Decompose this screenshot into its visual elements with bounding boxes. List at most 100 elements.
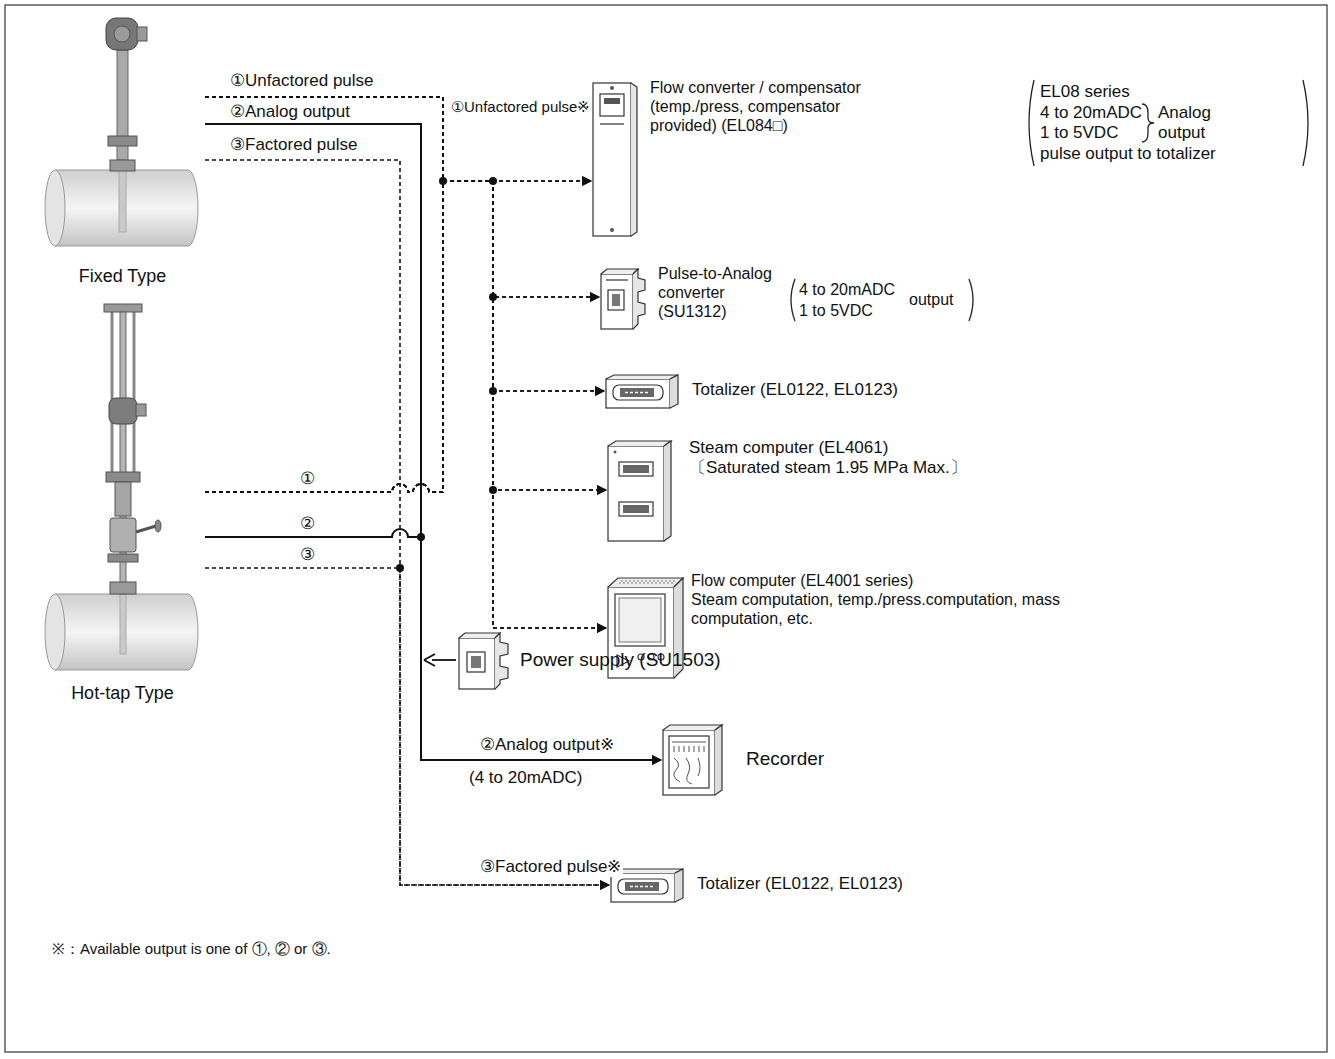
pulse-analog-converter-icon	[600, 268, 648, 330]
text-column: Pulse-to-Analog converter (SU1312)	[658, 264, 783, 322]
text-column: Recorder	[746, 748, 824, 771]
power-supply: Power supply (SU1503)	[458, 632, 721, 690]
shape-part	[672, 742, 706, 752]
flowmeter-fixed-icon	[40, 10, 205, 250]
flow-converter-icon	[592, 82, 638, 237]
text-column: Flow computer (EL4001 series)Steam compu…	[691, 571, 1121, 629]
shape-part	[604, 98, 620, 104]
device-label: Totalizer (EL0122, EL0123)	[697, 874, 903, 894]
pulse-signal-line	[205, 181, 591, 492]
pulse-signal-line	[205, 97, 599, 297]
note-label: ①	[298, 469, 317, 489]
shape-part	[664, 441, 671, 541]
shape-part	[1303, 80, 1308, 166]
shape-part	[109, 398, 137, 424]
shape-part	[458, 632, 512, 690]
shape-part	[119, 170, 126, 232]
device-label: Power supply (SU1503)	[520, 649, 721, 672]
shape-part	[670, 375, 678, 408]
bracket-text: pulse output to totalizer	[1040, 144, 1216, 164]
bracket-text: output	[909, 290, 953, 309]
note-label: ①Unfactored pulse※	[449, 98, 592, 116]
text-column: Totalizer (EL0122, EL0123)	[692, 380, 898, 400]
bracket-group: 4 to 20mADC 1 to 5VDC output	[787, 278, 979, 322]
shape-part	[1142, 104, 1154, 142]
shape-part	[606, 379, 670, 408]
junction-dots	[396, 177, 497, 572]
bracket-text: 1 to 5VDC	[799, 301, 873, 320]
device-label: Flow computer (EL4001 series)	[691, 571, 1121, 590]
shape-part	[1029, 80, 1034, 166]
shape-part	[136, 526, 156, 532]
device-label: 〔Saturated steam 1.95 MPa Max.〕	[689, 458, 1049, 478]
flowmeter-fixed: Fixed Type	[40, 10, 205, 288]
totalizer-icon	[605, 374, 680, 409]
bracket-text: 4 to 20mADC	[799, 280, 895, 299]
shape-part	[619, 462, 653, 476]
supply-head	[424, 654, 435, 666]
shape-part	[669, 736, 709, 788]
note-label: ①Unfactored pulse	[228, 71, 376, 91]
shape-part	[605, 374, 680, 409]
flowmeter-hottap: Hot-tap Type	[40, 298, 205, 705]
shape-part	[593, 83, 631, 236]
note-label: ※：Available output is one of ①, ② or ③.	[50, 940, 333, 958]
shape-part	[108, 136, 137, 146]
device-label: Hot-tap Type	[40, 683, 205, 705]
shape-part	[675, 869, 683, 902]
pulse-analog-converter: Pulse-to-Analog converter (SU1312)4 to 2…	[600, 268, 979, 330]
pulse-signal-line	[205, 181, 599, 492]
shape-part	[625, 392, 649, 394]
note-label: ②	[298, 514, 317, 534]
shape-part	[137, 27, 147, 41]
shape-part	[120, 594, 126, 654]
shape-part	[662, 724, 724, 796]
bracket-text: 4 to 20mADC	[1040, 103, 1142, 123]
device-label: Totalizer (EL0122, EL0123)	[692, 380, 898, 400]
pulse-signal-line	[205, 181, 606, 492]
shape-part	[110, 518, 136, 552]
analog-signal-line	[205, 529, 661, 760]
shape-part	[606, 375, 678, 379]
pulse-signal-line	[205, 97, 604, 391]
shape-part	[619, 502, 653, 516]
shape-part	[608, 290, 624, 310]
text-column: Steam computer (EL4061)〔Saturated steam …	[689, 438, 1049, 479]
shape-part	[663, 725, 722, 730]
shape-part	[623, 505, 649, 513]
power-supply-icon	[458, 632, 512, 690]
shape-part	[133, 312, 136, 474]
shape-part	[40, 10, 205, 250]
note-label: (4 to 20mADC)	[467, 768, 584, 788]
shape-part	[618, 879, 668, 894]
shape-part	[674, 758, 700, 784]
shape-part	[45, 594, 65, 670]
flow-converter: Flow converter / compensator (temp./pres…	[592, 82, 1311, 237]
device-label: Pulse-to-Analog converter (SU1312)	[658, 264, 783, 322]
flowmeter-hottap-icon	[40, 298, 205, 673]
text-column: Flow converter / compensator (temp./pres…	[650, 78, 890, 136]
shape-part	[715, 725, 722, 795]
recorder-icon	[662, 724, 724, 796]
shape-part	[45, 170, 65, 246]
shape-part	[613, 385, 663, 400]
shape-part	[631, 83, 637, 236]
supply-arrow	[424, 654, 456, 666]
note-label: ③	[298, 545, 317, 565]
shape-part	[608, 446, 664, 541]
shape-part	[495, 633, 508, 689]
shape-part	[612, 294, 620, 306]
shape-part	[619, 581, 677, 583]
shape-part	[111, 312, 114, 474]
shape-part	[969, 279, 973, 321]
shape-part	[40, 298, 205, 673]
totalizer: Totalizer (EL0122, EL0123)	[605, 374, 898, 409]
shape-part	[608, 441, 671, 446]
steam-computer: Steam computer (EL4061)〔Saturated steam …	[607, 440, 1049, 542]
shape-part	[610, 228, 614, 232]
shape-part	[610, 86, 614, 90]
shape-part	[110, 582, 136, 594]
bracket-text: 1 to 5VDC	[1040, 123, 1118, 143]
